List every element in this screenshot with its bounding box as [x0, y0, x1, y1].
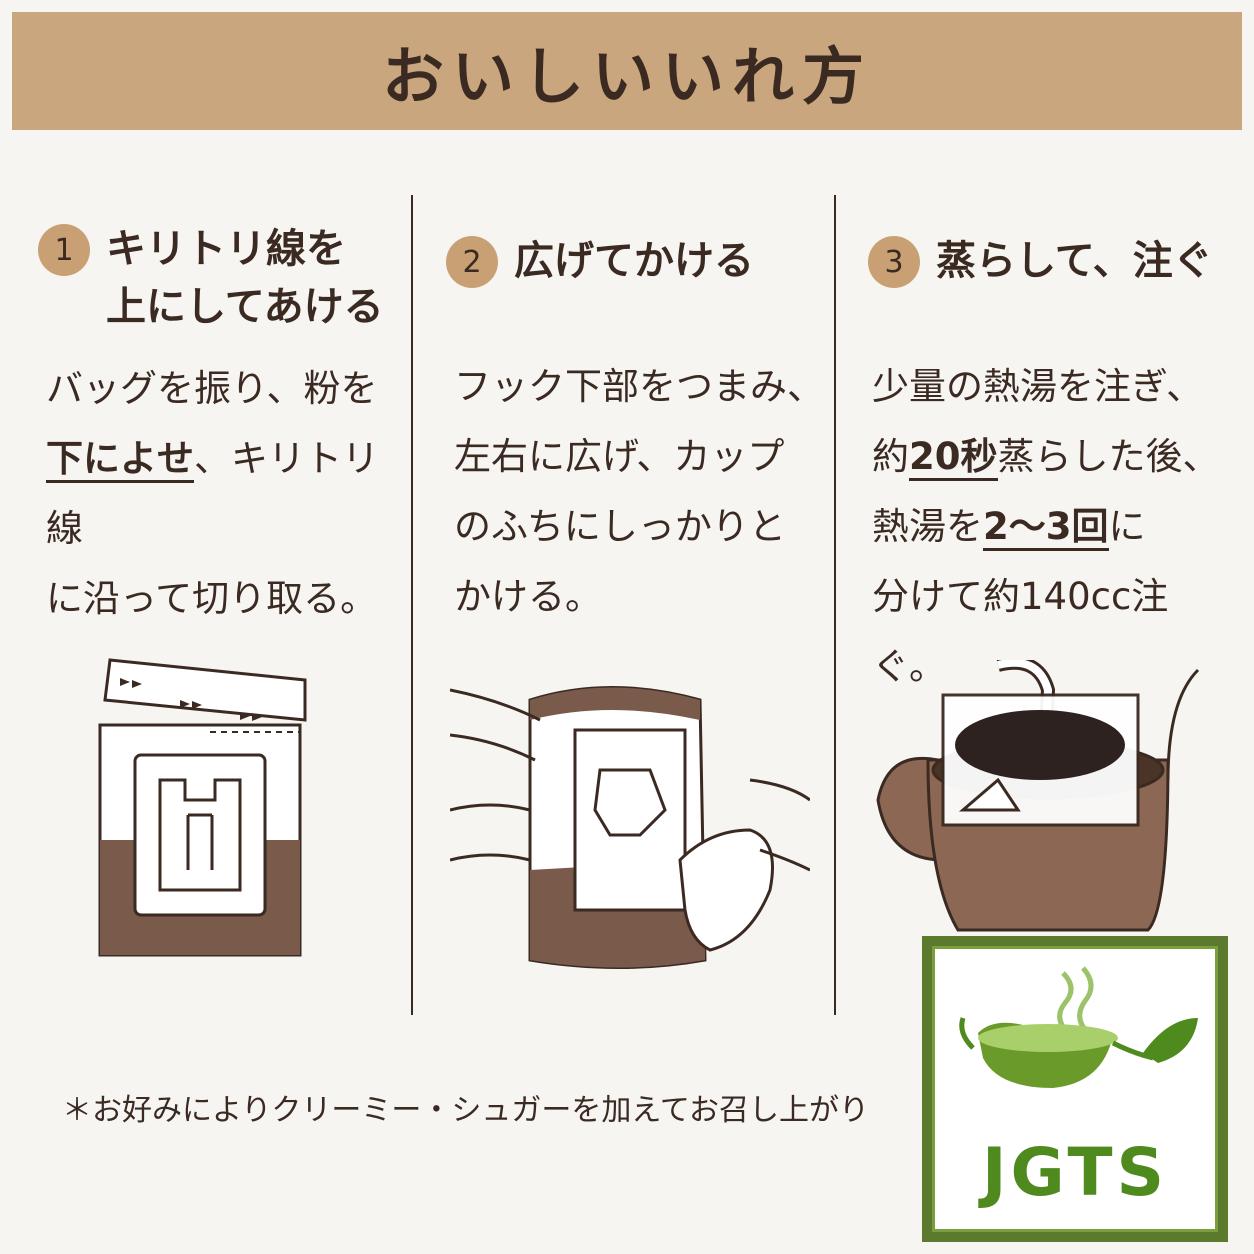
- step-title: 蒸らして、注ぐ: [936, 238, 1213, 284]
- step-3: 3 蒸らして、注ぐ 少量の熱湯を注ぎ、 約20秒蒸らした後、 熱湯を2～3回に …: [868, 220, 1238, 702]
- step-title: キリトリ線を 上にしてあける: [106, 226, 384, 330]
- column-divider: [411, 195, 413, 1015]
- pour-into-cup-illustration: [876, 660, 1200, 932]
- page-title: おいしいいれ方: [381, 40, 872, 113]
- tea-cup-leaf-icon: [959, 966, 1198, 1088]
- header-banner: おいしいいれ方: [12, 12, 1242, 130]
- step-number-badge: 1: [38, 224, 90, 276]
- step-1: 1 キリトリ線を 上にしてあける バッグを振り、粉を 下によせ、キリトリ線 に沿…: [38, 220, 398, 634]
- logo-text: JGTS: [981, 1134, 1169, 1211]
- footnote: ＊お好みによりクリーミー・シュガーを加えてお召し上がり: [62, 1093, 869, 1128]
- column-divider: [834, 195, 836, 1015]
- step-description: フック下部をつまみ、 左右に広げ、カップ のふちにしっかりと かける。: [454, 365, 824, 618]
- step-2: 2 広げてかける フック下部をつまみ、 左右に広げ、カップ のふちにしっかりと …: [446, 220, 826, 632]
- step-title: 広げてかける: [514, 238, 754, 284]
- drip-bag-open-illustration: [450, 686, 810, 969]
- step-description: 少量の熱湯を注ぎ、 約20秒蒸らした後、 熱湯を2～3回に 分けて約140cc注…: [872, 365, 1220, 688]
- step-number-badge: 2: [446, 236, 498, 288]
- jgts-logo: JGTS: [922, 936, 1228, 1242]
- step-description: バッグを振り、粉を 下によせ、キリトリ線 に沿って切り取る。: [46, 367, 379, 620]
- drip-bag-tear-illustration: [98, 658, 307, 957]
- step-number-badge: 3: [868, 236, 920, 288]
